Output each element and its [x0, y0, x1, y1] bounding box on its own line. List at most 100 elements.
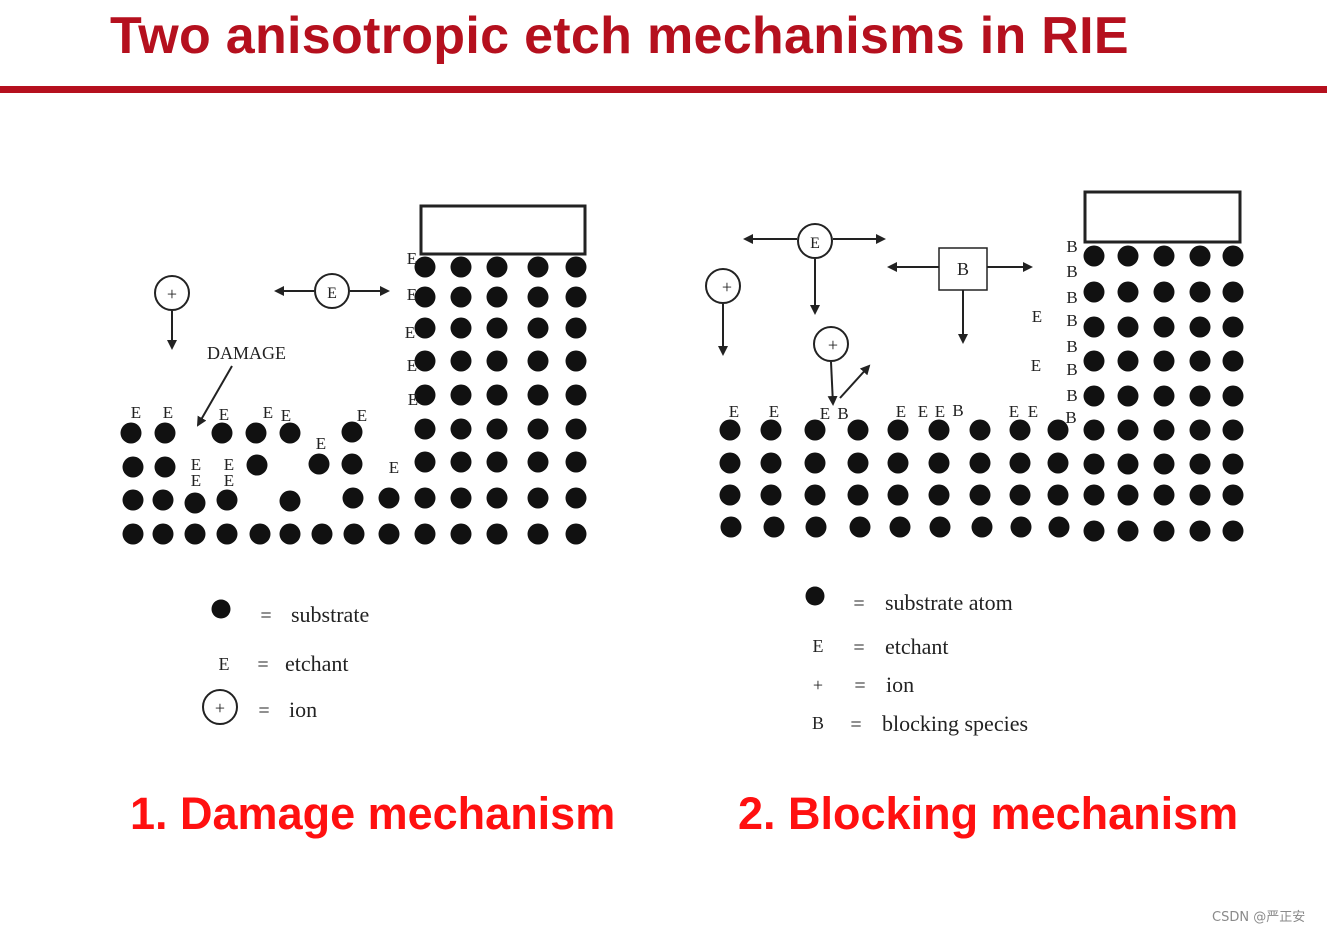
substrate-atom	[1222, 316, 1244, 338]
etchant-label: E	[191, 455, 201, 474]
substrate-atom	[719, 484, 741, 506]
substrate-atom	[216, 489, 238, 511]
substrate-atom	[1189, 385, 1211, 407]
svg-text:+: +	[167, 284, 177, 304]
substrate-atom	[184, 492, 206, 514]
substrate-atom	[450, 384, 472, 406]
substrate-atom	[1047, 484, 1069, 506]
legend-blocking-text: blocking species	[882, 711, 1028, 736]
substrate-atom	[1117, 484, 1139, 506]
substrate-atom	[887, 484, 909, 506]
substrate-atom	[1083, 484, 1105, 506]
etchant-label: E	[407, 356, 417, 375]
blocking-label: B	[1066, 311, 1077, 330]
substrate-atom	[1153, 316, 1175, 338]
substrate-atom	[760, 484, 782, 506]
svg-text:=: =	[850, 714, 861, 736]
substrate-atom	[1189, 350, 1211, 372]
substrate-atom	[565, 384, 587, 406]
substrate-atom	[847, 452, 869, 474]
etchant-label: E	[407, 285, 417, 304]
mask-block	[419, 204, 587, 256]
substrate-atom	[216, 523, 238, 545]
legend-substrate-text: substrate atom	[885, 590, 1013, 615]
blocking-label: B	[1065, 408, 1076, 427]
substrate-atom	[804, 484, 826, 506]
substrate-atom	[414, 451, 436, 473]
substrate-atom	[1153, 419, 1175, 441]
etchant-label: E	[1028, 402, 1038, 421]
substrate-atom	[450, 451, 472, 473]
substrate-atom	[565, 451, 587, 473]
ion-icon: +	[705, 268, 741, 304]
etchant-label: E	[935, 402, 945, 421]
legend-right: = substrate atom E = etchant + = ion B =…	[805, 586, 1028, 736]
substrate-atom	[889, 516, 911, 538]
substrate-atom	[1153, 281, 1175, 303]
substrate-atom	[122, 456, 144, 478]
legend-left: = substrate E = etchant + = ion	[202, 599, 369, 725]
substrate-atom	[928, 419, 950, 441]
etchant-label: E	[163, 403, 173, 422]
substrate-atom	[152, 489, 174, 511]
etchant-label: E	[896, 402, 906, 421]
blocking-label: B	[1066, 360, 1077, 379]
legend-ion-text: ion	[886, 672, 914, 697]
substrate-atom	[565, 286, 587, 308]
substrate-atom	[527, 418, 549, 440]
substrate-atom	[122, 489, 144, 511]
substrate-atom	[486, 256, 508, 278]
substrate-atom	[414, 317, 436, 339]
etchant-label: E	[1009, 402, 1019, 421]
svg-text:+: +	[828, 335, 838, 355]
substrate-atom	[720, 516, 742, 538]
substrate-atom	[1189, 419, 1211, 441]
substrate-atom	[1222, 419, 1244, 441]
substrate-atom	[1083, 453, 1105, 475]
substrate-atom	[565, 418, 587, 440]
substrate-atom	[527, 256, 549, 278]
substrate-atom	[804, 419, 826, 441]
etchant-label: E	[191, 471, 201, 490]
substrate-atom	[414, 350, 436, 372]
substrate-atom	[245, 422, 267, 444]
svg-text:+: +	[813, 675, 823, 695]
svg-text:=: =	[854, 675, 865, 697]
substrate-atom	[887, 419, 909, 441]
substrate-atom	[1083, 419, 1105, 441]
substrate-atom	[1222, 453, 1244, 475]
substrate-atom	[805, 516, 827, 538]
substrate-atom	[719, 452, 741, 474]
substrate-atom	[486, 487, 508, 509]
etchant-label: E	[405, 323, 415, 342]
etchant-icon: E	[797, 223, 833, 259]
substrate-atom	[565, 523, 587, 545]
blocking-species-icon: B	[938, 247, 988, 291]
substrate-atom	[565, 487, 587, 509]
substrate-atom	[1189, 245, 1211, 267]
substrate-atom	[1153, 350, 1175, 372]
etchant-label: E	[263, 403, 273, 422]
blocking-label: B	[1066, 262, 1077, 281]
etchant-label: E	[408, 390, 418, 409]
damage-label: DAMAGE	[207, 343, 286, 363]
svg-text:B: B	[812, 713, 824, 733]
substrate-atom	[122, 523, 144, 545]
legend-substrate-text: substrate	[291, 602, 369, 627]
etchant-label: E	[769, 402, 779, 421]
svg-text:E: E	[219, 654, 230, 674]
etchant-label: E	[820, 404, 830, 423]
substrate-atom	[1153, 245, 1175, 267]
svg-text:B: B	[957, 259, 969, 279]
substrate-atom	[1189, 281, 1211, 303]
substrate-atom	[1009, 452, 1031, 474]
substrate-atom	[1153, 484, 1175, 506]
substrate-atom	[450, 256, 472, 278]
etchant-label: E	[729, 402, 739, 421]
substrate-atom	[343, 523, 365, 545]
substrate-atom	[279, 523, 301, 545]
legend-ion-text: ion	[289, 697, 317, 722]
substrate-atom	[527, 350, 549, 372]
